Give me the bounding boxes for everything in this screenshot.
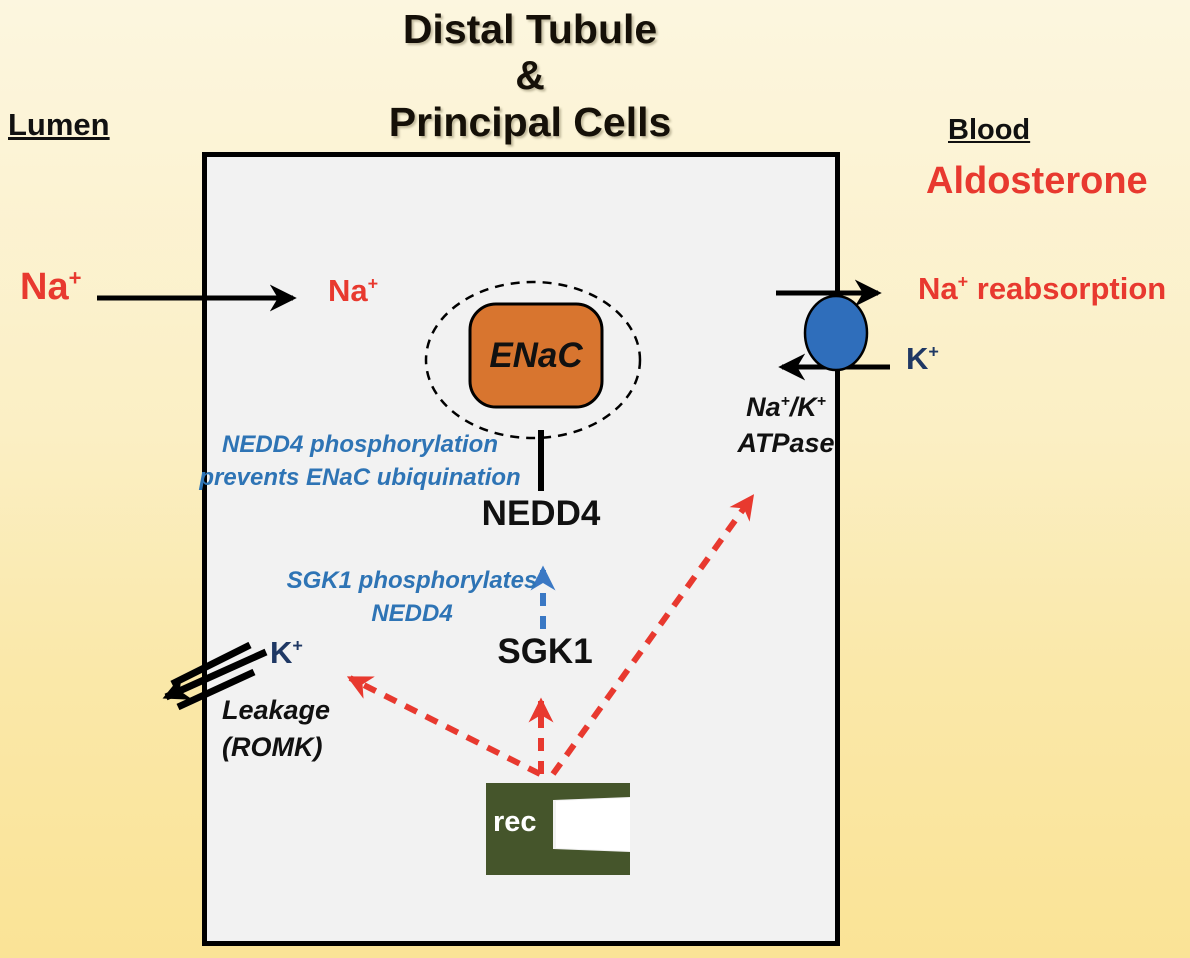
na-k-atpase-line2: ATPase	[737, 427, 835, 458]
aldosterone-receptor-shape	[486, 783, 630, 875]
na-lumen-label: Na+	[20, 266, 81, 309]
lumen-region-label: Lumen	[8, 107, 110, 142]
k-blood-label: K+	[906, 341, 939, 377]
enac-label: ENaC	[489, 335, 583, 375]
na-cell-sup: +	[367, 273, 379, 294]
title-line-2: &	[515, 52, 545, 99]
atpase-na: Na	[746, 392, 781, 422]
enac-dashed-ellipse	[424, 280, 642, 440]
title-line-1: Distal Tubule	[402, 6, 658, 52]
receptor-to-kleak-arrow	[346, 675, 542, 777]
atpase-k: /K	[789, 392, 817, 422]
na-lumen-sup: +	[68, 265, 82, 291]
k-blood-sup: +	[928, 341, 939, 362]
atpase-na-sup: +	[780, 393, 790, 410]
sgk1-note: SGK1 phosphorylates NEDD4	[287, 564, 538, 630]
receptor-to-atpase-arrow	[550, 494, 755, 776]
na-lumen-base: Na	[20, 266, 69, 308]
sgk1-note-line2: NEDD4	[371, 600, 453, 628]
na-reabsorption-rest: reabsorption	[968, 271, 1167, 306]
atpase-k-sup: +	[816, 393, 826, 410]
enac-channel-shape	[468, 302, 604, 409]
leakage-line1: Leakage	[222, 695, 331, 725]
page-title: Distal Tubule & Principal Cells	[389, 6, 672, 145]
na-k-atpase-line1: Na+/K+	[737, 390, 834, 426]
k-leak-label: K+	[270, 635, 303, 671]
title-line-3: Principal Cells	[388, 98, 672, 145]
na-cell-base: Na	[328, 273, 368, 308]
romk-leakage-arrow	[162, 641, 268, 711]
na-reabsorption-label: Na+ reabsorption	[918, 271, 1167, 307]
receptor-label: rec	[493, 806, 537, 838]
k-leak-sup: +	[292, 635, 303, 656]
aldosterone-label: Aldosterone	[926, 160, 1148, 202]
blood-region-label: Blood	[948, 114, 1031, 146]
receptor-binding-pocket	[556, 798, 630, 851]
na-reabsorption-base: Na	[918, 271, 958, 306]
sgk1-label: SGK1	[497, 632, 593, 671]
leakage-label: Leakage (ROMK)	[222, 692, 330, 766]
sgk1-note-line1: SGK1 phosphorylates	[286, 567, 538, 594]
nedd4-note-line2: prevents ENaC ubiquination	[199, 464, 521, 492]
na-reabsorption-sup: +	[957, 271, 969, 292]
nedd4-note: NEDD4 phosphorylation prevents ENaC ubiq…	[199, 428, 520, 494]
na-cell-label: Na+	[328, 273, 379, 309]
k-blood-base: K	[906, 341, 929, 376]
nedd4-note-line1: NEDD4 phosphorylation	[221, 431, 498, 458]
na-k-atpase-pump-shape	[803, 294, 869, 372]
na-k-atpase-label: Na+/K+ ATPase	[737, 390, 834, 462]
leakage-line2: (ROMK)	[222, 731, 323, 762]
k-leak-base: K	[270, 635, 293, 670]
nedd4-label: NEDD4	[481, 494, 601, 533]
